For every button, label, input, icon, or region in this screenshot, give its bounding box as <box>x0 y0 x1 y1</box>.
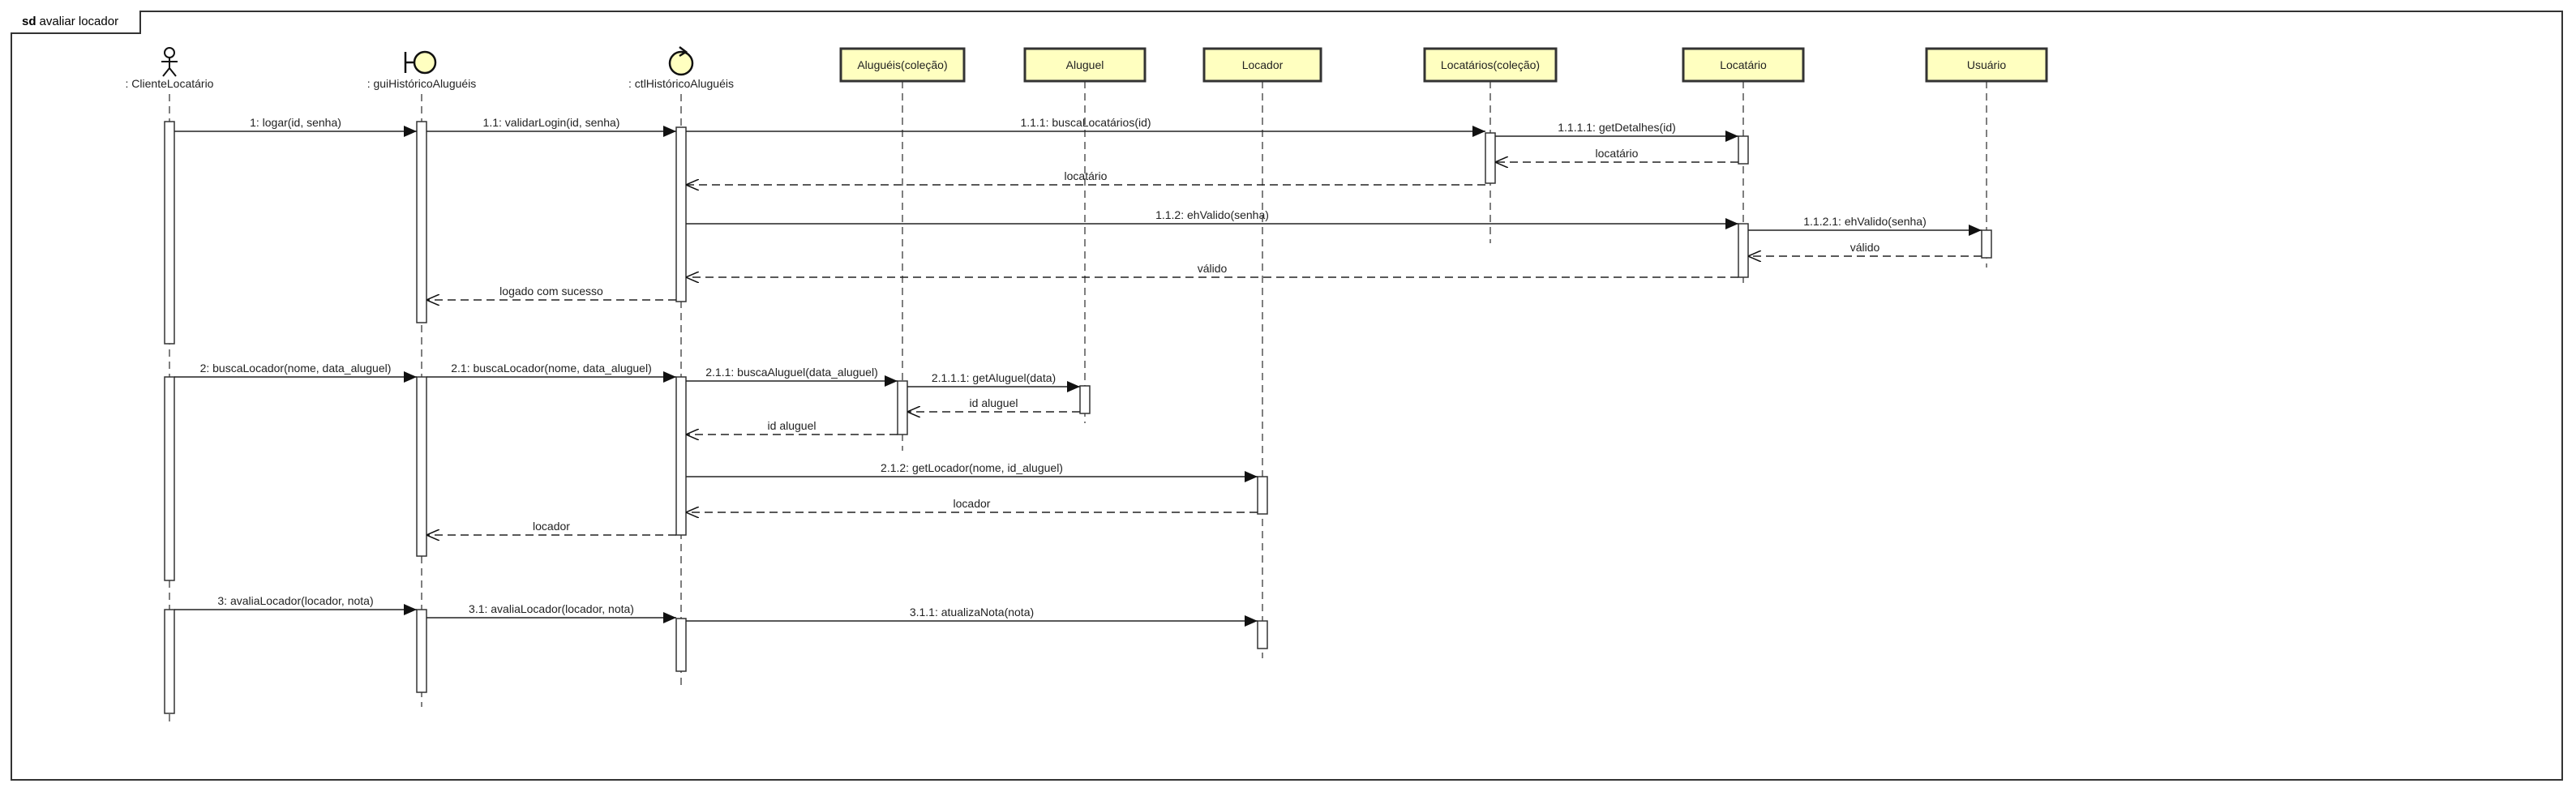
message-label: 2: buscaLocador(nome, data_aluguel) <box>200 362 392 375</box>
participant-box-locatarios <box>1423 47 1558 83</box>
return-message-label: locador <box>533 520 570 533</box>
return-message-label: logado com sucesso <box>499 285 603 298</box>
message-label: 2.1.2: getLocador(nome, id_aluguel) <box>881 461 1063 474</box>
activation-bar-aluguel <box>1079 385 1091 414</box>
activation-bar-locatario <box>1738 223 1749 278</box>
participant-box-aluguel <box>1023 47 1147 83</box>
participant-label-aluguel: Aluguel <box>1066 58 1104 71</box>
message-label: 1: logar(id, senha) <box>250 116 341 129</box>
return-message-label: locatário <box>1065 169 1108 182</box>
message-label: 1.1: validarLogin(id, senha) <box>483 116 620 129</box>
participant-label-locatarios: Locatários(coleção) <box>1441 58 1540 71</box>
participant-label-locador: Locador <box>1242 58 1284 71</box>
activation-bar-ctl <box>675 618 687 672</box>
participant-label-usuario: Usuário <box>1967 58 2006 71</box>
activation-bar-locador <box>1257 620 1268 649</box>
diagram-frame <box>11 11 2563 781</box>
participant-box-usuario <box>1925 47 2048 83</box>
return-message-label: locatário <box>1596 147 1639 160</box>
participant-label-cliente: : ClienteLocatário <box>126 77 214 90</box>
message-label: 1.1.1.1: getDetalhes(id) <box>1558 121 1676 134</box>
participant-label-gui: : guiHistóricoAluguéis <box>367 77 477 90</box>
activation-bar-gui <box>416 121 427 323</box>
return-message-label: válido <box>1850 241 1880 254</box>
activation-bar-gui <box>416 609 427 693</box>
message-label: 1.1.2.1: ehValido(senha) <box>1803 215 1927 228</box>
participant-box-alugueis <box>839 47 966 83</box>
activation-bar-cliente <box>164 121 175 345</box>
actor-icon <box>161 47 178 77</box>
frame-keyword: sd <box>22 15 36 28</box>
participant-box-locador <box>1202 47 1322 83</box>
activation-bar-locatario <box>1738 135 1749 165</box>
activation-bar-ctl <box>675 376 687 536</box>
participant-label-ctl: : ctlHistóricoAluguéis <box>628 77 734 90</box>
frame-name: avaliar locador <box>39 15 119 28</box>
message-label: 1.1.2: ehValido(senha) <box>1155 208 1269 221</box>
activation-bar-locatarios <box>1485 132 1496 184</box>
message-label: 2.1: buscaLocador(nome, data_aluguel) <box>451 362 652 375</box>
participant-label-locatario: Locatário <box>1720 58 1767 71</box>
activation-bar-ctl <box>675 126 687 302</box>
activation-bar-cliente <box>164 376 175 581</box>
activation-bar-usuario <box>1981 229 1992 259</box>
return-message-label: válido <box>1198 262 1228 275</box>
boundary-icon <box>404 50 437 75</box>
control-icon <box>668 46 694 76</box>
message-label: 2.1.1: buscaAluguel(data_aluguel) <box>705 366 878 379</box>
return-message-label: id aluguel <box>768 419 817 432</box>
message-label: 2.1.1.1: getAluguel(data) <box>932 371 1056 384</box>
participant-box-locatario <box>1682 47 1805 83</box>
activation-bar-alugueis <box>897 380 908 435</box>
message-label: 3.1: avaliaLocador(locador, nota) <box>469 602 634 615</box>
activation-bar-locador <box>1257 476 1268 515</box>
return-message-label: id aluguel <box>970 396 1018 409</box>
activation-bar-gui <box>416 376 427 557</box>
message-label: 3.1.1: atualizaNota(nota) <box>910 606 1034 619</box>
message-label: 3: avaliaLocador(locador, nota) <box>217 594 373 607</box>
return-message-label: locador <box>954 497 991 510</box>
activation-bar-cliente <box>164 609 175 714</box>
participant-label-alugueis: Aluguéis(coleção) <box>857 58 947 71</box>
message-label: 1.1.1: buscaLocatários(id) <box>1020 116 1151 129</box>
